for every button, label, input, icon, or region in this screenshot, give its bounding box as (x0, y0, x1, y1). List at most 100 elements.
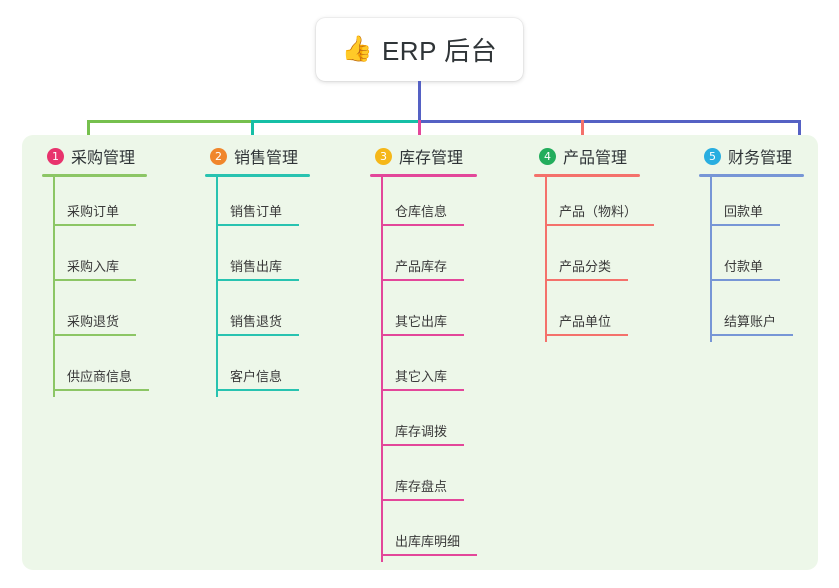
item-label: 采购退货 (67, 314, 120, 329)
list-item[interactable]: 其它入库 (370, 342, 530, 397)
branch-column-1: 1 采购管理 采购订单 采购入库 采购退货 供应商信息 (42, 143, 192, 397)
branch-badge-3: 3 (375, 147, 392, 165)
branch-badge-2: 2 (210, 147, 227, 165)
branch-spine-3 (381, 177, 383, 562)
branch-column-2: 2 销售管理 销售订单 销售出库 销售退货 客户信息 (205, 143, 355, 397)
item-rule (381, 554, 477, 556)
item-rule (381, 499, 464, 501)
list-item[interactable]: 出库库明细 (370, 507, 530, 562)
list-item[interactable]: 回款单 (699, 177, 839, 232)
branch-items-3: 仓库信息 产品库存 其它出库 其它入库 库存调拨 库存盘点 (370, 177, 530, 562)
branch-header-4[interactable]: 4 产品管理 (534, 143, 704, 169)
item-label: 其它出库 (395, 314, 448, 329)
item-rule (381, 389, 464, 391)
item-rule (545, 224, 654, 226)
list-item[interactable]: 其它出库 (370, 287, 530, 342)
item-label: 其它入库 (395, 369, 448, 384)
item-rule (710, 279, 780, 281)
root-node-title: ERP 后台 (381, 36, 498, 66)
branch-column-4: 4 产品管理 产品（物料） 产品分类 产品单位 (534, 143, 704, 342)
bus-segment-left (87, 120, 253, 123)
branch-items-5: 回款单 付款单 结算账户 (699, 177, 839, 342)
branch-column-3: 3 库存管理 仓库信息 产品库存 其它出库 其它入库 库存调拨 (370, 143, 530, 562)
list-item[interactable]: 产品分类 (534, 232, 704, 287)
branch-rule-4 (534, 174, 640, 177)
branch-badge-5: 5 (704, 147, 721, 165)
branch-spine-1 (53, 177, 55, 397)
item-label: 销售出库 (230, 259, 283, 274)
item-rule (53, 279, 136, 281)
diagram-panel (22, 135, 818, 570)
item-label: 采购订单 (67, 204, 120, 219)
item-rule (381, 444, 464, 446)
branch-items-1: 采购订单 采购入库 采购退货 供应商信息 (42, 177, 192, 397)
list-item[interactable]: 产品（物料） (534, 177, 704, 232)
item-rule (216, 279, 299, 281)
branch-title-5: 财务管理 (728, 150, 793, 167)
list-item[interactable]: 销售出库 (205, 232, 355, 287)
branch-badge-4: 4 (539, 147, 556, 165)
item-label: 采购入库 (67, 259, 120, 274)
item-rule (53, 334, 136, 336)
branch-badge-1: 1 (47, 147, 64, 165)
item-label: 仓库信息 (395, 204, 448, 219)
list-item[interactable]: 客户信息 (205, 342, 355, 397)
item-rule (381, 334, 464, 336)
item-label: 销售退货 (230, 314, 283, 329)
item-rule (710, 224, 780, 226)
item-label: 库存盘点 (395, 479, 448, 494)
branch-column-5: 5 财务管理 回款单 付款单 结算账户 (699, 143, 839, 342)
branch-rule-2 (205, 174, 310, 177)
item-label: 产品单位 (559, 314, 612, 329)
branch-items-2: 销售订单 销售出库 销售退货 客户信息 (205, 177, 355, 397)
branch-title-3: 库存管理 (399, 150, 464, 167)
list-item[interactable]: 产品库存 (370, 232, 530, 287)
branch-title-1: 采购管理 (71, 150, 136, 167)
list-item[interactable]: 供应商信息 (42, 342, 192, 397)
list-item[interactable]: 结算账户 (699, 287, 839, 342)
branch-header-2[interactable]: 2 销售管理 (205, 143, 355, 169)
branch-rule-1 (42, 174, 147, 177)
list-item[interactable]: 产品单位 (534, 287, 704, 342)
list-item[interactable]: 仓库信息 (370, 177, 530, 232)
list-item[interactable]: 销售退货 (205, 287, 355, 342)
item-rule (53, 389, 149, 391)
branch-rule-3 (370, 174, 477, 177)
branch-title-2: 销售管理 (234, 150, 299, 167)
branch-header-5[interactable]: 5 财务管理 (699, 143, 839, 169)
list-item[interactable]: 销售订单 (205, 177, 355, 232)
bus-segment-middle (252, 120, 420, 123)
item-label: 销售订单 (230, 204, 283, 219)
item-label: 回款单 (724, 204, 764, 219)
item-rule (216, 389, 299, 391)
list-item[interactable]: 采购订单 (42, 177, 192, 232)
trunk-connector (418, 81, 421, 122)
branch-title-4: 产品管理 (563, 150, 628, 167)
thumbs-up-emoji: 👍 (341, 35, 373, 63)
item-label: 产品库存 (395, 259, 448, 274)
item-rule (216, 224, 299, 226)
list-item[interactable]: 付款单 (699, 232, 839, 287)
list-item[interactable]: 采购入库 (42, 232, 192, 287)
list-item[interactable]: 库存盘点 (370, 452, 530, 507)
item-label: 客户信息 (230, 369, 283, 384)
item-label: 出库库明细 (395, 534, 461, 549)
branch-header-1[interactable]: 1 采购管理 (42, 143, 192, 169)
item-rule (545, 279, 628, 281)
item-label: 供应商信息 (67, 369, 133, 384)
item-rule (545, 334, 628, 336)
item-label: 产品（物料） (559, 204, 638, 219)
item-label: 结算账户 (724, 314, 777, 329)
item-label: 付款单 (724, 259, 764, 274)
branch-header-3[interactable]: 3 库存管理 (370, 143, 530, 169)
branch-spine-2 (216, 177, 218, 397)
branch-spine-5 (710, 177, 712, 342)
root-node-card[interactable]: 👍 ERP 后台 (316, 18, 523, 81)
item-rule (710, 334, 793, 336)
item-rule (216, 334, 299, 336)
item-rule (381, 279, 464, 281)
list-item[interactable]: 库存调拨 (370, 397, 530, 452)
branch-items-4: 产品（物料） 产品分类 产品单位 (534, 177, 704, 342)
list-item[interactable]: 采购退货 (42, 287, 192, 342)
